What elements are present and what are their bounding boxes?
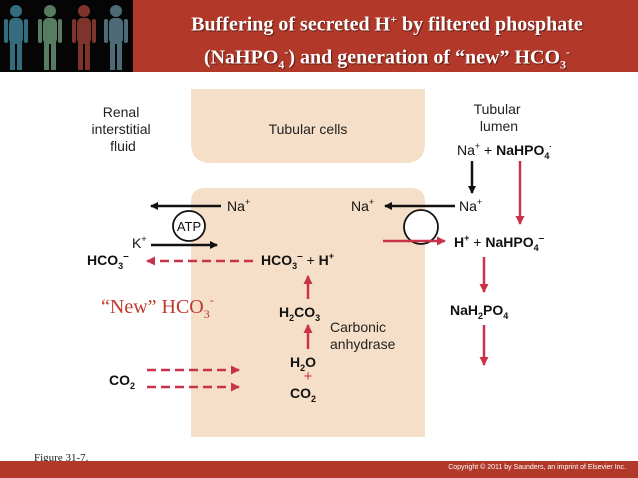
hco3-interstitial-label: HCO3– [87, 251, 129, 271]
slide-title: Buffering of secreted H+ by filtered pho… [140, 6, 634, 78]
upper-tubular-cell [191, 89, 425, 163]
h2o-label: H2O [290, 354, 316, 373]
h-nahpo4-label: H+ + NaHPO4– [454, 233, 545, 253]
h2co3-label: H2CO3 [279, 304, 320, 323]
na-left-label: Na+ [227, 197, 250, 214]
atp-pump [172, 210, 206, 242]
new-hco3-label: “New” HCO3- [101, 293, 214, 321]
lower-tubular-cell [191, 188, 425, 437]
na-nahpo4-lumen-label: Na+ + NaHPO4– [457, 141, 551, 161]
atp-label: ATP [177, 219, 201, 234]
copyright-notice: Copyright © 2011 by Saunders, an imprint… [448, 464, 626, 471]
title-bar: Buffering of secreted H+ by filtered pho… [0, 0, 638, 72]
title-line-1: Buffering of secreted H+ by filtered pho… [191, 12, 583, 36]
na-right-label: Na+ [459, 197, 482, 214]
nah2po4-label: NaH2PO4 [450, 302, 508, 321]
carbonic-anhydrase-label: Carbonic anhydrase [330, 319, 396, 352]
buffering-diagram: Renal interstitial fluid Tubular cells T… [87, 89, 555, 437]
hco3-h-label: HCO3– + H+ [261, 251, 334, 271]
anatomy-thumbnail [0, 0, 133, 72]
co2-interstitial-label: CO2 [109, 372, 135, 391]
co2-cell-label: CO2 [290, 385, 316, 404]
k-label: K+ [132, 234, 147, 251]
footer-bar: Copyright © 2011 by Saunders, an imprint… [0, 461, 638, 478]
renal-interstitial-label: Renal interstitial fluid [91, 104, 154, 154]
tubular-cells-label: Tubular cells [269, 121, 348, 137]
plus-sign: + [304, 368, 313, 385]
na-h-exchanger [403, 209, 439, 245]
title-line-2: (NaHPO4-) and generation of “new” HCO3- [203, 44, 571, 72]
na-mid-label: Na+ [351, 197, 374, 214]
tubular-lumen-label: Tubular lumen [474, 101, 525, 134]
